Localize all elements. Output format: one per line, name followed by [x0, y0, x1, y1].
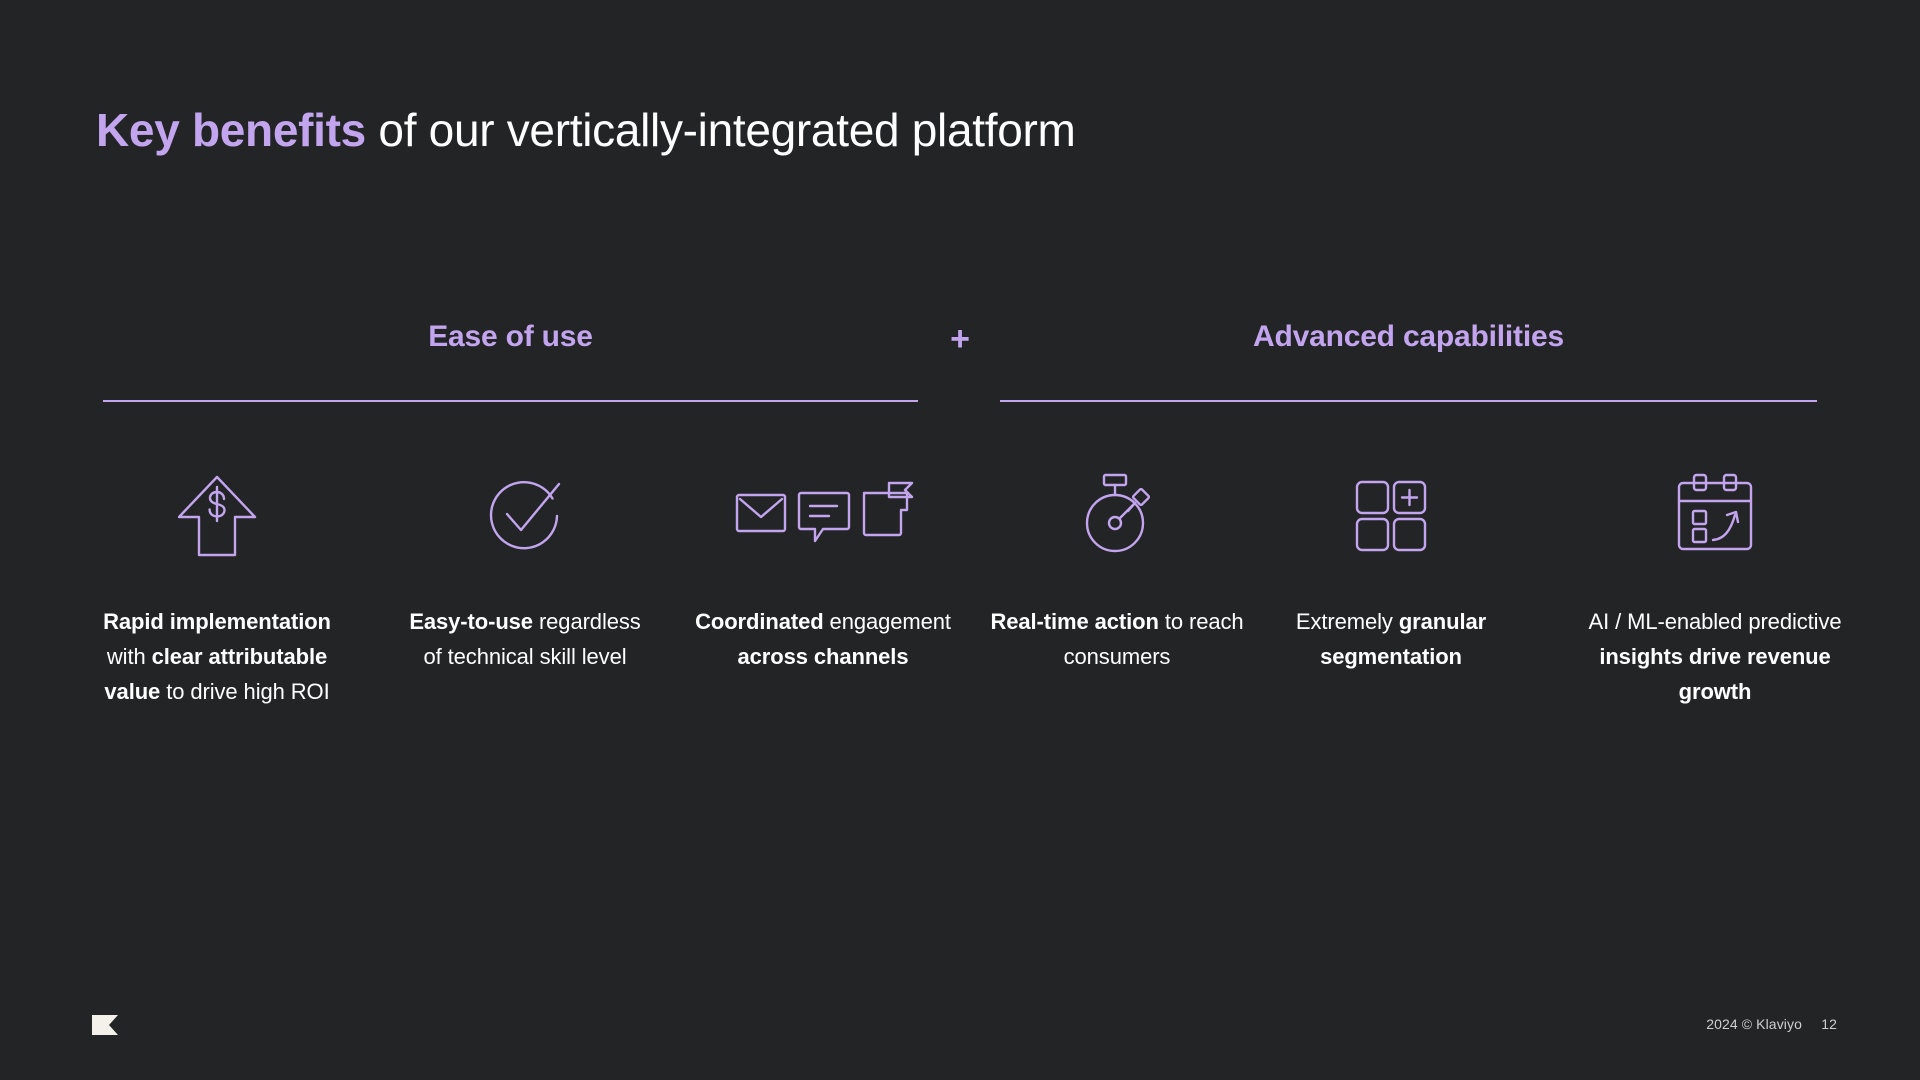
group-header-row: Ease of use + Advanced capabilities: [0, 320, 1920, 410]
benefit-caption: AI / ML-enabled predictive insights driv…: [1588, 609, 1842, 704]
push-notification-icon: [862, 481, 913, 537]
benefit-column: Real-time action to reach consumers: [987, 470, 1247, 674]
page-title: Key benefits of our vertically-integrate…: [96, 103, 1076, 157]
klaviyo-logo: [92, 1015, 118, 1035]
footer-page-number: 12: [1821, 1016, 1837, 1032]
group-divider-right: [1000, 400, 1817, 402]
envelope-icon: [735, 493, 786, 533]
channels-icon: [693, 470, 953, 562]
arrow-up-dollar-icon: [97, 470, 337, 562]
grid-plus-icon: [1271, 470, 1511, 562]
benefit-caption: Easy-to-use regardless of technical skil…: [409, 609, 641, 669]
chat-bubble-icon: [797, 491, 850, 543]
benefit-caption: Extremely granular segmentation: [1295, 609, 1487, 669]
page-title-rest: of our vertically-integrated platform: [365, 103, 1076, 156]
page-title-accent: Key benefits: [96, 103, 366, 156]
benefit-column: Rapid implementation with clear attribut…: [97, 470, 337, 709]
benefit-column: Extremely granular segmentation: [1271, 470, 1511, 674]
group-header-advanced-capabilities: Advanced capabilities: [1253, 320, 1564, 353]
benefit-caption: Real-time action to reach consumers: [990, 609, 1244, 669]
stopwatch-icon: [987, 470, 1247, 562]
benefit-caption: Rapid implementation with clear attribut…: [103, 609, 331, 704]
check-circle-icon: [405, 470, 645, 562]
benefit-caption: Coordinated engagement across channels: [695, 609, 951, 669]
benefit-column: Easy-to-use regardless of technical skil…: [405, 470, 645, 674]
calendar-growth-icon: [1580, 470, 1850, 562]
benefit-column: AI / ML-enabled predictive insights driv…: [1580, 470, 1850, 709]
group-separator-plus: +: [950, 320, 970, 358]
group-divider-left: [103, 400, 918, 402]
footer-copyright: 2024 © Klaviyo: [1706, 1016, 1802, 1032]
benefit-column: Coordinated engagement across channels: [693, 470, 953, 674]
group-header-ease-of-use: Ease of use: [428, 320, 593, 353]
